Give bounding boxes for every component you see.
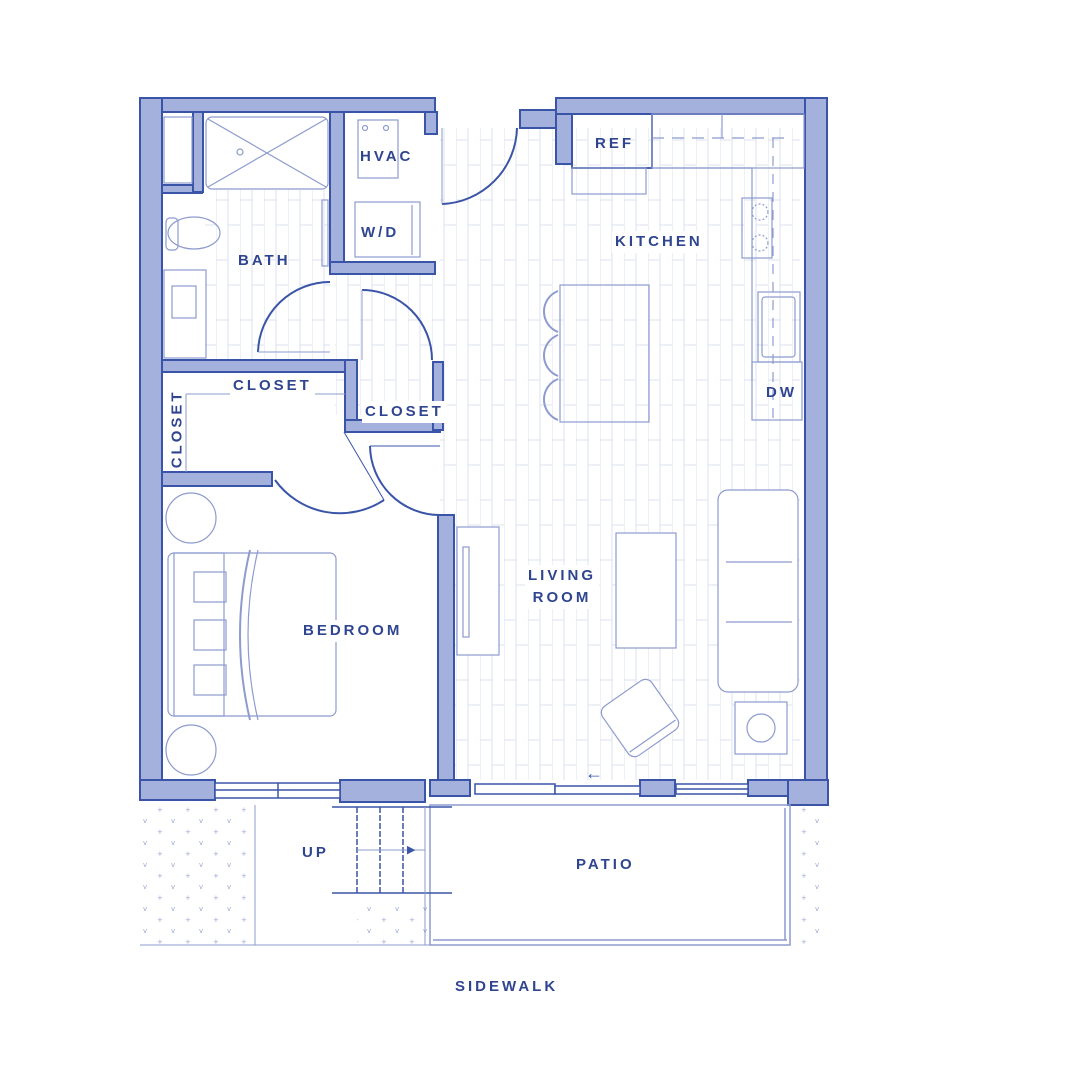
label-ref: REF bbox=[595, 135, 634, 152]
pillow bbox=[193, 664, 227, 696]
floor-bath bbox=[205, 190, 330, 360]
doors bbox=[257, 127, 518, 516]
pillow bbox=[193, 571, 227, 603]
kitchen-fixtures bbox=[542, 113, 805, 423]
utility-fixtures bbox=[354, 119, 421, 258]
stool bbox=[542, 334, 559, 377]
hall-closet-door-swing bbox=[361, 289, 433, 361]
label-living-line2: ROOM bbox=[532, 588, 592, 606]
label-hvac: HVAC bbox=[360, 148, 414, 165]
label-sidewalk: SIDEWALK bbox=[455, 978, 559, 995]
landscape-left bbox=[140, 805, 255, 945]
closet-door-swing bbox=[274, 479, 385, 515]
bedroom-furniture bbox=[165, 492, 337, 776]
label-dw: DW bbox=[766, 384, 797, 401]
label-bedroom: BEDROOM bbox=[300, 620, 406, 642]
media-console bbox=[456, 526, 500, 656]
nightstand bbox=[165, 492, 217, 544]
landscape-right bbox=[797, 805, 827, 945]
hvac-unit bbox=[357, 119, 399, 179]
armchair bbox=[600, 678, 680, 758]
label-patio: PATIO bbox=[576, 856, 635, 873]
windows bbox=[214, 782, 749, 799]
coffee-table bbox=[615, 532, 677, 649]
patio-rail bbox=[429, 804, 791, 946]
landscape-stair bbox=[357, 900, 427, 945]
toilet bbox=[167, 216, 221, 250]
stool bbox=[542, 290, 559, 333]
range bbox=[741, 197, 773, 259]
washer-dryer bbox=[354, 201, 421, 258]
label-living-line1: LIVING bbox=[528, 567, 597, 584]
label-living: LIVING ROOM bbox=[525, 565, 600, 609]
vanity bbox=[163, 269, 207, 359]
dishwasher bbox=[751, 361, 803, 421]
sofa bbox=[717, 489, 799, 693]
sliding-door-arrow-icon: ← bbox=[585, 763, 603, 783]
pillow bbox=[193, 619, 227, 651]
label-wd: W/D bbox=[361, 224, 400, 241]
stool bbox=[542, 378, 559, 421]
bedroom-door-swing bbox=[369, 445, 441, 516]
kitchen-island bbox=[559, 284, 650, 423]
shower bbox=[205, 116, 329, 190]
bath-fixtures bbox=[163, 116, 329, 359]
label-closet-top: CLOSET bbox=[230, 375, 315, 397]
stair-arrow-icon: ▶ bbox=[407, 844, 416, 856]
patio-structure bbox=[332, 804, 791, 946]
linen-closet bbox=[163, 116, 193, 184]
label-bath: BATH bbox=[238, 252, 291, 269]
entry-door-swing bbox=[441, 127, 518, 205]
bath-door-swing bbox=[257, 281, 331, 353]
label-up: UP bbox=[302, 844, 329, 861]
label-kitchen: KITCHEN bbox=[612, 231, 706, 253]
label-closet-left: CLOSET bbox=[168, 389, 186, 469]
label-closet-hall: CLOSET bbox=[362, 401, 447, 423]
side-table bbox=[734, 701, 788, 755]
nightstand bbox=[165, 724, 217, 776]
walls bbox=[139, 97, 829, 806]
living-furniture bbox=[456, 489, 799, 758]
